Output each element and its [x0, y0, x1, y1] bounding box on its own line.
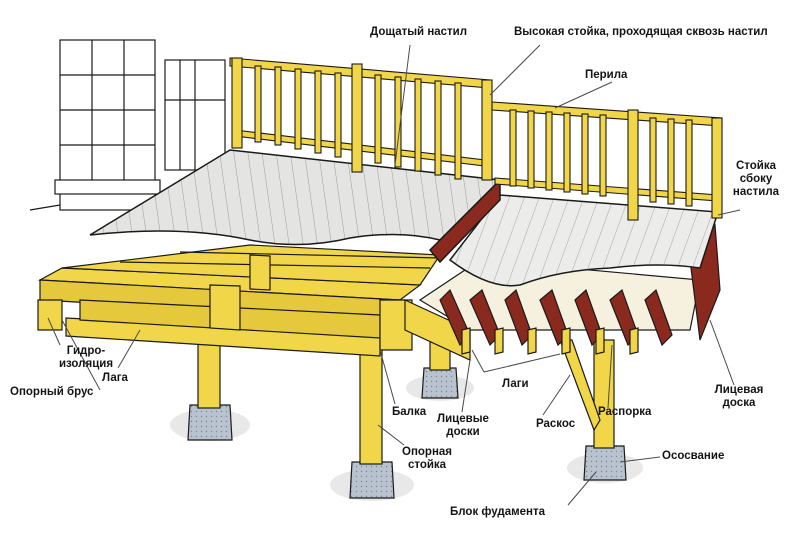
label-rim-boards-line1: Лицевые	[437, 413, 489, 425]
label-railing: Перила	[585, 69, 628, 81]
label-side-post: Стойка сбоку настила	[727, 160, 785, 199]
house-wall	[29, 39, 226, 211]
label-support-post: Опорная стойка	[400, 446, 454, 472]
left-decking	[89, 149, 502, 246]
label-blocking: Распорка	[598, 406, 652, 418]
label-joist: Лага	[102, 372, 128, 384]
label-rim-boards-line2: доски	[446, 426, 480, 438]
label-rim-board-line1: Лицевая	[714, 384, 764, 396]
label-support-beam: Опорный брус	[10, 386, 94, 398]
label-side-post-line2: сбоку	[739, 173, 773, 185]
label-beam: Балка	[392, 406, 427, 418]
left-frame	[37, 244, 471, 361]
label-support-post-line1: Опорная	[402, 446, 452, 458]
label-tall-post: Высокая стойка, проходящая сквозь настил	[514, 26, 768, 38]
label-joists: Лаги	[502, 378, 529, 390]
leader-lines	[47, 44, 741, 506]
label-rim-boards: Лицевые доски	[436, 413, 490, 439]
label-waterproofing-line2: изоляция	[58, 358, 114, 370]
label-rim-board: Лицевая доска	[710, 384, 768, 410]
label-rim-board-line2: доска	[722, 397, 756, 409]
label-brace: Раскос	[536, 418, 576, 430]
label-side-post-line1: Стойка	[735, 160, 777, 172]
label-base: Ососвание	[662, 450, 725, 462]
label-support-post-line2: стойка	[407, 459, 447, 471]
right-decking	[428, 178, 720, 287]
label-foundation-block: Блок фудамента	[450, 506, 545, 518]
railing-left	[229, 57, 493, 181]
foundation-blocks	[170, 367, 643, 501]
railing-right	[491, 101, 723, 221]
label-waterproofing: Гидро- изоляция	[56, 345, 116, 371]
label-side-post-line3: настила	[732, 186, 780, 198]
label-decking: Дощатый настил	[370, 26, 468, 38]
label-waterproofing-line1: Гидро-	[66, 345, 106, 357]
